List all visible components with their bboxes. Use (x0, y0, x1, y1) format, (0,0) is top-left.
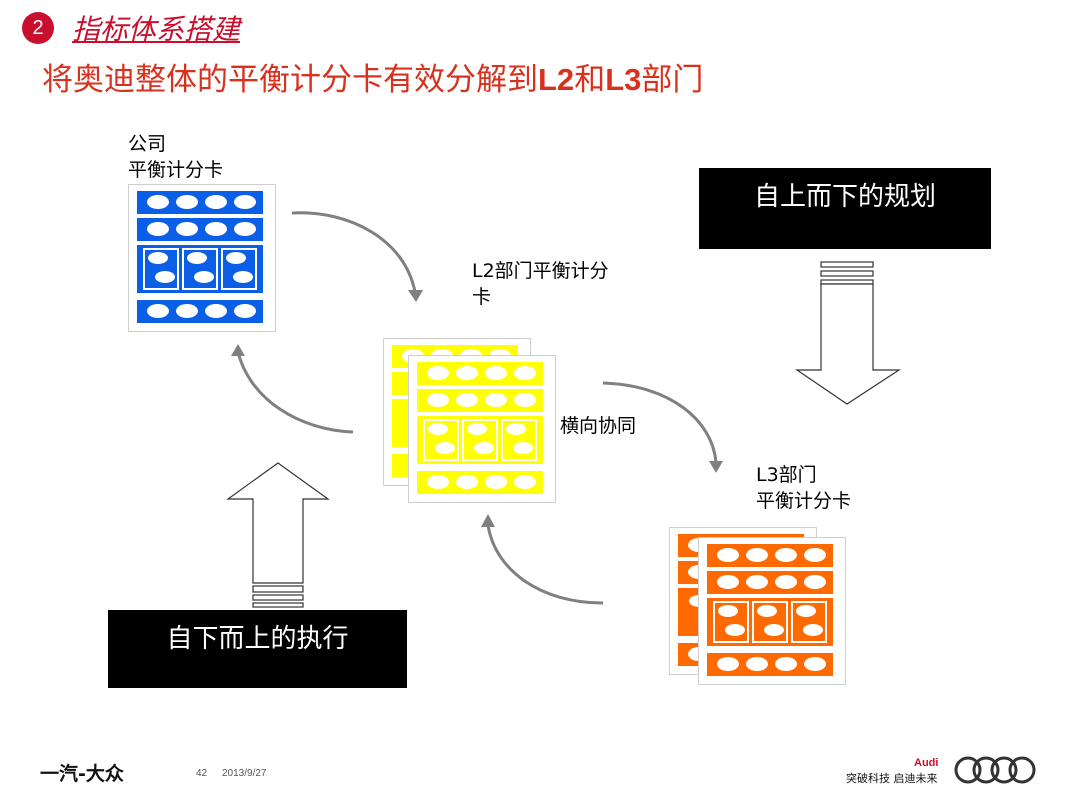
audi-wordmark: Audi (914, 757, 939, 769)
curve-arrowhead-l2-to-l3 (709, 461, 723, 473)
company-scorecard-graphic (137, 191, 263, 323)
curve-arrow-l3-to-l2 (486, 524, 604, 605)
slide-date: 2013/9/27 (222, 768, 267, 779)
slide-title: 将奥迪整体的平衡计分卡有效分解到L2和L3部门 (42, 54, 703, 99)
curve-arrow-company-to-l2 (291, 211, 417, 293)
up-block-arrow (226, 462, 330, 608)
curve-arrowhead-company-to-l2 (408, 290, 423, 302)
title-part-3: 和 (574, 62, 606, 98)
title-part-5: 部门 (641, 62, 704, 98)
l2-scorecard-graphic (417, 362, 543, 494)
company-scorecard-card (128, 184, 276, 332)
company-scorecard-label: 公司 平衡计分卡 (128, 133, 224, 181)
audi-rings-logo (954, 756, 1036, 784)
title-part-2: L2 (538, 62, 575, 97)
l3-scorecard-label: L3部门 平衡计分卡 (756, 464, 852, 512)
fvw-brand-logo: 一汽-大众 (40, 763, 124, 785)
section-number-badge: 2 (22, 12, 54, 44)
title-part-4: L3 (605, 62, 642, 97)
section-title: 指标体系搭建 (72, 13, 241, 46)
page-number: 42 (196, 768, 208, 779)
down-block-arrow (795, 261, 902, 405)
l2-scorecard-label: L2部门平衡计分 卡 (472, 260, 609, 308)
top-down-planning-box: 自上而下的规划 (699, 168, 991, 249)
curve-arrowhead-l3-to-l2 (481, 514, 495, 527)
curve-arrowhead-l2-to-company (231, 344, 245, 356)
l3-scorecard-card (698, 537, 846, 685)
bottom-up-execution-box: 自下而上的执行 (108, 610, 407, 688)
audi-slogan: 突破科技 启迪未来 (846, 772, 938, 785)
l3-scorecard-graphic (707, 544, 833, 676)
lateral-collaboration-label: 横向协同 (560, 415, 637, 437)
curve-arrow-l2-to-company (236, 351, 354, 434)
l2-scorecard-card (408, 355, 556, 503)
title-part-1: 将奥迪整体的平衡计分卡有效分解到 (42, 62, 538, 98)
